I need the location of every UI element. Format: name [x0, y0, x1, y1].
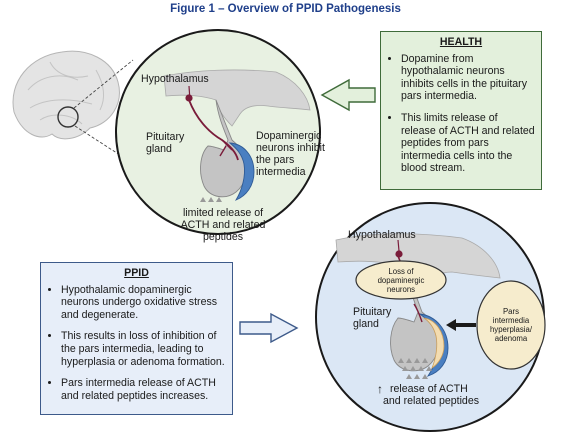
pars-label-line4: adenoma — [494, 334, 528, 343]
ppid-release-label-line2: and related peptides — [383, 395, 480, 407]
figure-title: Figure 1 – Overview of PPID Pathogenesis — [170, 3, 401, 15]
pars-label-line1: Pars — [502, 307, 520, 316]
healthy-pituitary-illustration — [163, 69, 311, 202]
pars-label-line2: intermedia — [492, 316, 530, 325]
health-box: HEALTH Dopamine from hypothalamic neuron… — [380, 31, 542, 190]
pars-label-line3: hyperplasia/ — [489, 325, 533, 334]
healthy-pituitary-label-line2: gland — [146, 143, 172, 155]
ppid-box: PPID Hypothalamic dopaminergic neurons u… — [40, 262, 233, 415]
zoom-line-top — [73, 59, 134, 109]
limited-release-label-line2: ACTH and related — [180, 219, 266, 231]
ppid-bullet: This results in loss of inhibition of th… — [61, 330, 226, 368]
health-bullet: Dopamine from hypothalamic neurons inhib… — [401, 53, 535, 103]
loss-label-line1: Loss of — [388, 267, 414, 276]
dopaminergic-label-line4: intermedia — [256, 166, 306, 178]
zoom-circle — [57, 106, 79, 128]
healthy-hypothalamus-label: Hypothalamus — [141, 73, 209, 85]
increase-arrow-icon: ↑ — [377, 382, 383, 396]
zoom-line-bottom — [74, 125, 141, 169]
loss-callout — [355, 260, 447, 300]
loss-label-line3: neurons — [386, 285, 416, 294]
healthy-pituitary-label-line1: Pituitary — [146, 131, 185, 143]
ppid-bullet: Hypothalamic dopaminergic neurons underg… — [61, 284, 226, 322]
ppid-title: PPID — [124, 267, 149, 279]
health-bullet: This limits release of release of ACTH a… — [401, 112, 535, 175]
loss-label-line2: dopaminergic — [377, 276, 425, 285]
dopaminergic-label-line1: Dopaminergic — [256, 130, 322, 142]
dopaminergic-label-line3: the pars — [256, 154, 295, 166]
limited-release-label-line1: limited release of — [182, 207, 264, 219]
health-title: HEALTH — [439, 36, 483, 48]
limited-release-label-line3: peptides — [202, 231, 244, 243]
ppid-release-label-line1: release of ACTH — [390, 383, 468, 395]
brain-illustration — [12, 50, 141, 169]
ppid-arrow — [239, 312, 299, 344]
dopaminergic-label-line2: neurons inhibit — [256, 142, 325, 154]
ppid-bullet-list: Hypothalamic dopaminergic neurons underg… — [41, 284, 232, 403]
pars-callout — [476, 280, 546, 370]
ppid-pituitary-label-line2: gland — [353, 318, 379, 330]
health-bullet-list: Dopamine from hypothalamic neurons inhib… — [381, 53, 541, 175]
ppid-pituitary-label-line1: Pituitary — [353, 306, 392, 318]
health-arrow — [320, 78, 376, 112]
ppid-bullet: Pars intermedia release of ACTH and rela… — [61, 377, 226, 402]
ppid-hypothalamus-label: Hypothalamus — [348, 229, 416, 241]
